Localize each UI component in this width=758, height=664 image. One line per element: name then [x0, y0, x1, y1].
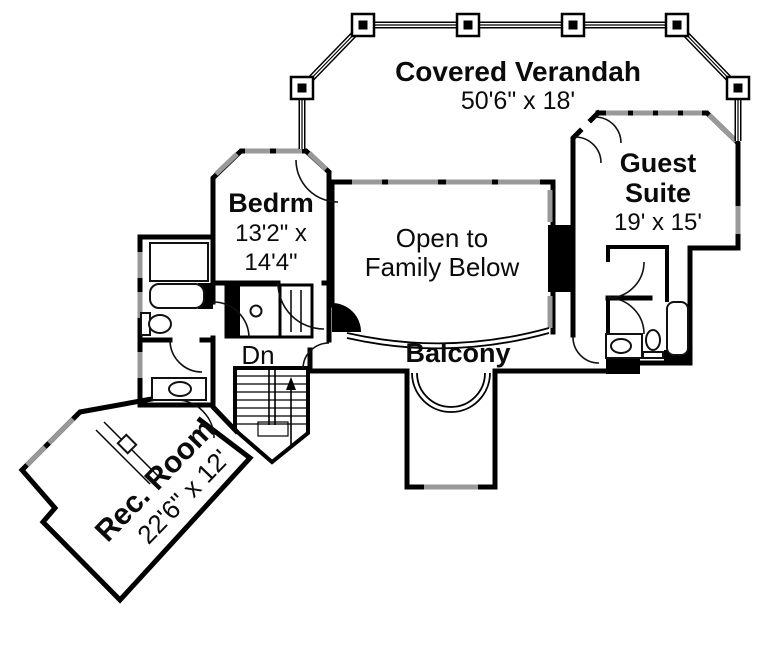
- rec-room-floor: [22, 396, 250, 600]
- guest-balcony-door-arc: [572, 336, 600, 364]
- rec-room-windows: [25, 417, 75, 467]
- bedroom-name-label: Bedrm: [228, 188, 314, 218]
- bedroom-dim2-label: 14'4": [244, 249, 297, 276]
- rail-post: [664, 12, 690, 38]
- stair-divider: [268, 368, 276, 425]
- rail-post: [455, 12, 481, 38]
- guest-french-door-arc-2: [594, 116, 622, 144]
- verandah-door-arc: [295, 159, 339, 203]
- bedroom-bay-right-window: [307, 151, 328, 171]
- chimney-block: [548, 225, 573, 292]
- stair-floor: [235, 368, 308, 462]
- guest-name2-label: Suite: [625, 178, 691, 208]
- guest-angle-window: [707, 113, 738, 143]
- tread-lines: [237, 375, 306, 425]
- window-mullions: [270, 110, 683, 185]
- guest-dim-label: 19' x 15': [614, 209, 702, 236]
- bedroom-floor: [213, 151, 329, 283]
- guest-sink: [610, 338, 632, 354]
- guest-name1-label: Guest: [620, 148, 697, 178]
- verandah-name-label: Covered Verandah: [395, 56, 641, 87]
- vanity-sink: [168, 381, 192, 397]
- verandah-railing: [289, 12, 751, 149]
- bedroom-dim1-label: 13'2" x: [235, 220, 307, 247]
- toilet-bowl: [148, 314, 172, 334]
- rail-post: [289, 75, 315, 101]
- linen-closet: [149, 242, 209, 282]
- bay-bump-arc-inner: [416, 372, 486, 408]
- guest-bath-door-arc-2: [607, 297, 645, 335]
- stair-connector-wall: [210, 404, 240, 435]
- balcony-door-arc: [302, 342, 330, 370]
- stair-treads: [237, 375, 306, 437]
- balcony-rail-outer: [346, 327, 550, 345]
- guest-toilet-base: [642, 351, 664, 359]
- rail-center: [301, 24, 739, 149]
- rail-post: [725, 75, 751, 101]
- family-open-floor: [332, 182, 553, 332]
- balcony-rail: [346, 327, 550, 413]
- open-to-family-line2: Family Below: [365, 252, 520, 282]
- stair-turn-box: [257, 421, 289, 437]
- stair-arrow-head: [286, 377, 296, 390]
- closet-box: [224, 283, 314, 339]
- windows: [25, 110, 741, 490]
- rail-post: [560, 12, 586, 38]
- closet-knob: [249, 304, 263, 318]
- bathtub: [149, 283, 205, 309]
- rail-posts: [289, 12, 751, 101]
- family-corner-block: [332, 303, 361, 332]
- open-to-family-line1: Open to: [396, 223, 489, 253]
- bay-bump-arc-outer: [411, 372, 491, 413]
- balcony-rail-inner: [346, 332, 550, 350]
- wing-inner-door-arc: [169, 339, 203, 373]
- bedroom-bay-left-window: [214, 152, 239, 176]
- stairs-dn-label: Dn: [241, 340, 274, 370]
- guest-bathtub: [666, 301, 689, 356]
- bath-door-arc: [212, 301, 250, 339]
- stairs: [237, 368, 306, 445]
- guest-french-door-arc-1: [574, 136, 602, 164]
- balcony-label: Balcony: [405, 338, 510, 368]
- mullion-ticks: [270, 110, 683, 185]
- rail-post: [350, 12, 376, 38]
- guest-bath-door-arc-1: [607, 261, 645, 299]
- guest-toilet-bowl: [645, 329, 661, 351]
- fixtures: [95, 242, 689, 485]
- stair-walls: [233, 366, 310, 465]
- verandah-dim-label: 50'6" x 18': [461, 87, 575, 115]
- rec-room-counter-sink: [116, 433, 138, 455]
- bifold-door-lines: [290, 290, 302, 332]
- closet-side-block: [226, 285, 240, 337]
